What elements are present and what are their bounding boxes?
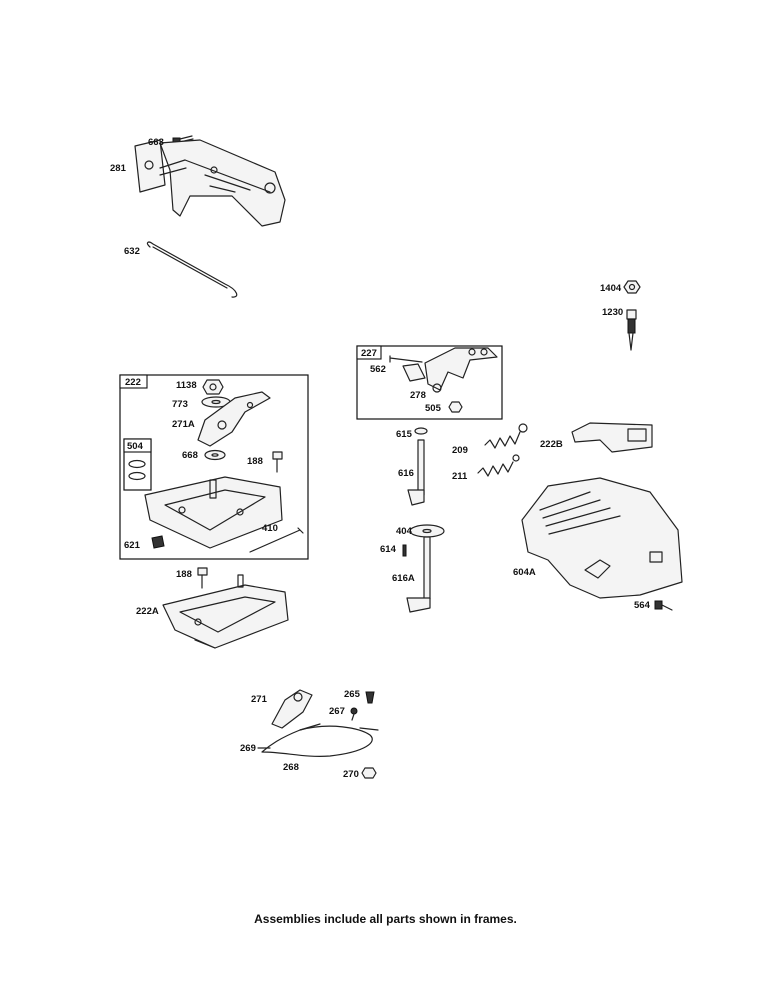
- label-564: 564: [634, 600, 651, 611]
- label-562: 562: [370, 364, 386, 375]
- label-281: 281: [110, 163, 127, 174]
- part-268-cable: [261, 723, 379, 757]
- part-1404-nut: [623, 280, 641, 294]
- label-267: 267: [329, 706, 345, 717]
- part-1230-stud: [626, 309, 637, 351]
- part-labels: 663 281 632 1404 1230 227 562 278 505 22…: [110, 137, 651, 780]
- part-222B-bracket: [571, 422, 653, 453]
- frame-227: [356, 345, 503, 420]
- part-271-lever: [271, 689, 313, 729]
- label-1138: 1138: [176, 380, 197, 391]
- label-404: 404: [396, 526, 413, 537]
- label-614: 614: [380, 544, 397, 555]
- label-773: 773: [172, 399, 188, 410]
- part-616-shaft: [407, 427, 428, 506]
- label-188-lower: 188: [176, 569, 192, 580]
- label-504: 504: [127, 441, 144, 452]
- part-188-screw-lower: [197, 567, 208, 589]
- part-281-bracket: [134, 139, 286, 227]
- label-615: 615: [396, 429, 413, 440]
- label-1404: 1404: [600, 283, 622, 294]
- label-616: 616: [398, 468, 414, 479]
- label-668: 668: [182, 450, 198, 461]
- label-222B: 222B: [540, 439, 563, 450]
- label-270: 270: [343, 769, 359, 780]
- label-505: 505: [425, 403, 442, 414]
- part-616A-shaft: [402, 524, 445, 613]
- part-222A-plate: [162, 574, 289, 649]
- label-271: 271: [251, 694, 268, 705]
- label-269: 269: [240, 743, 256, 754]
- label-268: 268: [283, 762, 299, 773]
- part-267-screw: [350, 707, 358, 721]
- label-222: 222: [125, 377, 141, 388]
- label-632: 632: [124, 246, 140, 257]
- assemblies-note: Assemblies include all parts shown in fr…: [254, 912, 517, 926]
- label-621: 621: [124, 540, 141, 551]
- part-270-nut: [361, 767, 377, 779]
- label-616A: 616A: [392, 573, 415, 584]
- frame-222: [119, 374, 309, 560]
- part-209-spring: [484, 423, 528, 449]
- label-222A: 222A: [136, 606, 159, 617]
- label-663: 663: [148, 137, 164, 148]
- label-410: 410: [262, 523, 278, 534]
- part-211-spring: [477, 454, 520, 477]
- part-604A-cover: [521, 477, 683, 599]
- label-604A: 604A: [513, 567, 536, 578]
- label-278: 278: [410, 390, 426, 401]
- label-211: 211: [452, 471, 468, 482]
- label-1230: 1230: [602, 307, 623, 318]
- label-227: 227: [361, 348, 377, 359]
- part-564-bolt: [654, 600, 673, 611]
- label-265: 265: [344, 689, 361, 700]
- label-188-upper: 188: [247, 456, 263, 467]
- part-265-clip: [365, 691, 375, 704]
- part-632-rod: [146, 241, 238, 298]
- label-271A: 271A: [172, 419, 195, 430]
- label-209: 209: [452, 445, 468, 456]
